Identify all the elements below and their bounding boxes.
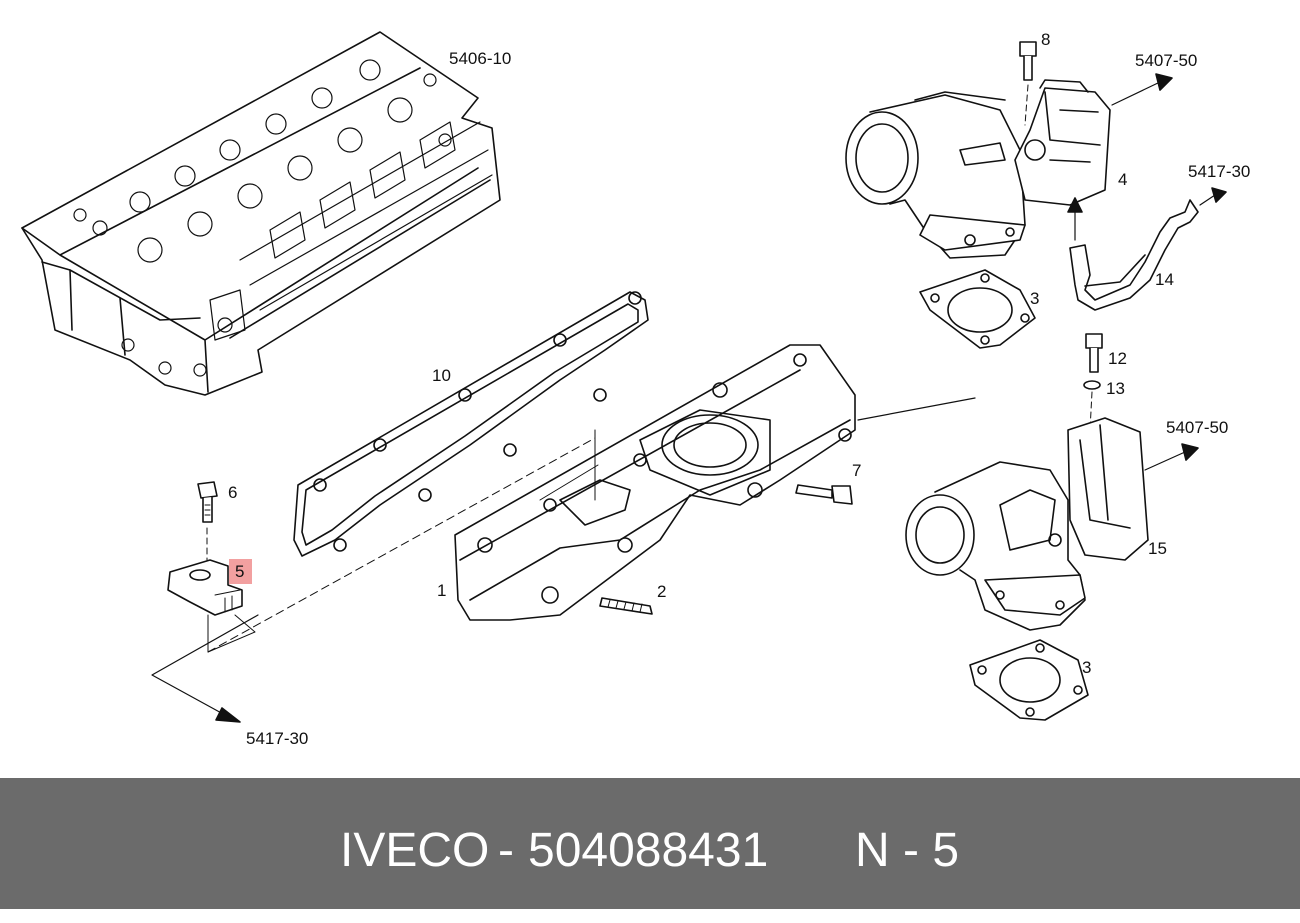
ref-arrows-upper [1111, 73, 1227, 206]
intake-manifold-drawing [454, 344, 856, 621]
callout-1: 1 [437, 581, 447, 600]
callout-3-upper: 3 [1030, 289, 1040, 308]
callout-4: 4 [1118, 170, 1128, 189]
bolt-8-drawing [1019, 41, 1037, 126]
pipe-drawing [1067, 197, 1199, 311]
callout-2: 2 [657, 582, 667, 601]
egr-gasket-lower-drawing [969, 639, 1089, 721]
bolt-12-drawing [1083, 333, 1103, 431]
egr-valve-lower-drawing [905, 417, 1199, 631]
egr-ref-top-label: 5407-50 [1135, 51, 1198, 70]
cylinder-head-drawing [21, 31, 501, 396]
callout-6: 6 [228, 483, 238, 502]
diagram-position: N - 5 [855, 824, 960, 877]
callout-3-lower: 3 [1082, 658, 1092, 677]
callout-13: 13 [1106, 379, 1125, 398]
part-info-banner: IVECO - 504088431 N - 5 [0, 778, 1300, 909]
callout-8: 8 [1041, 30, 1051, 49]
callout-15: 15 [1148, 539, 1167, 558]
sensor-ref-arrow [151, 614, 259, 723]
egr-gasket-upper-drawing [919, 269, 1036, 349]
brand-separator: - [498, 824, 514, 877]
callout-12: 12 [1108, 349, 1127, 368]
bolt-7-drawing [795, 397, 976, 505]
stud-drawing [599, 597, 653, 615]
callout-5-highlighted: 5 [229, 559, 253, 584]
egr-ref-bottom-label: 5407-50 [1166, 418, 1229, 437]
egr-valve-upper-drawing [845, 79, 1111, 259]
part-number: 504088431 [528, 824, 769, 877]
brand-name: IVECO [340, 824, 490, 877]
parts-diagram: 5406-10 5407-50 5417-30 5407-50 5417-30 … [21, 30, 1251, 748]
callout-10: 10 [432, 366, 451, 385]
manifold-gasket-drawing [293, 291, 649, 557]
sensor-drawing [167, 429, 596, 653]
pipe-ref-label: 5417-30 [1188, 162, 1251, 181]
callout-14: 14 [1155, 270, 1174, 289]
head-ref-label: 5406-10 [449, 49, 512, 68]
callout-7: 7 [852, 461, 862, 480]
sensor-ref-label: 5417-30 [246, 729, 309, 748]
